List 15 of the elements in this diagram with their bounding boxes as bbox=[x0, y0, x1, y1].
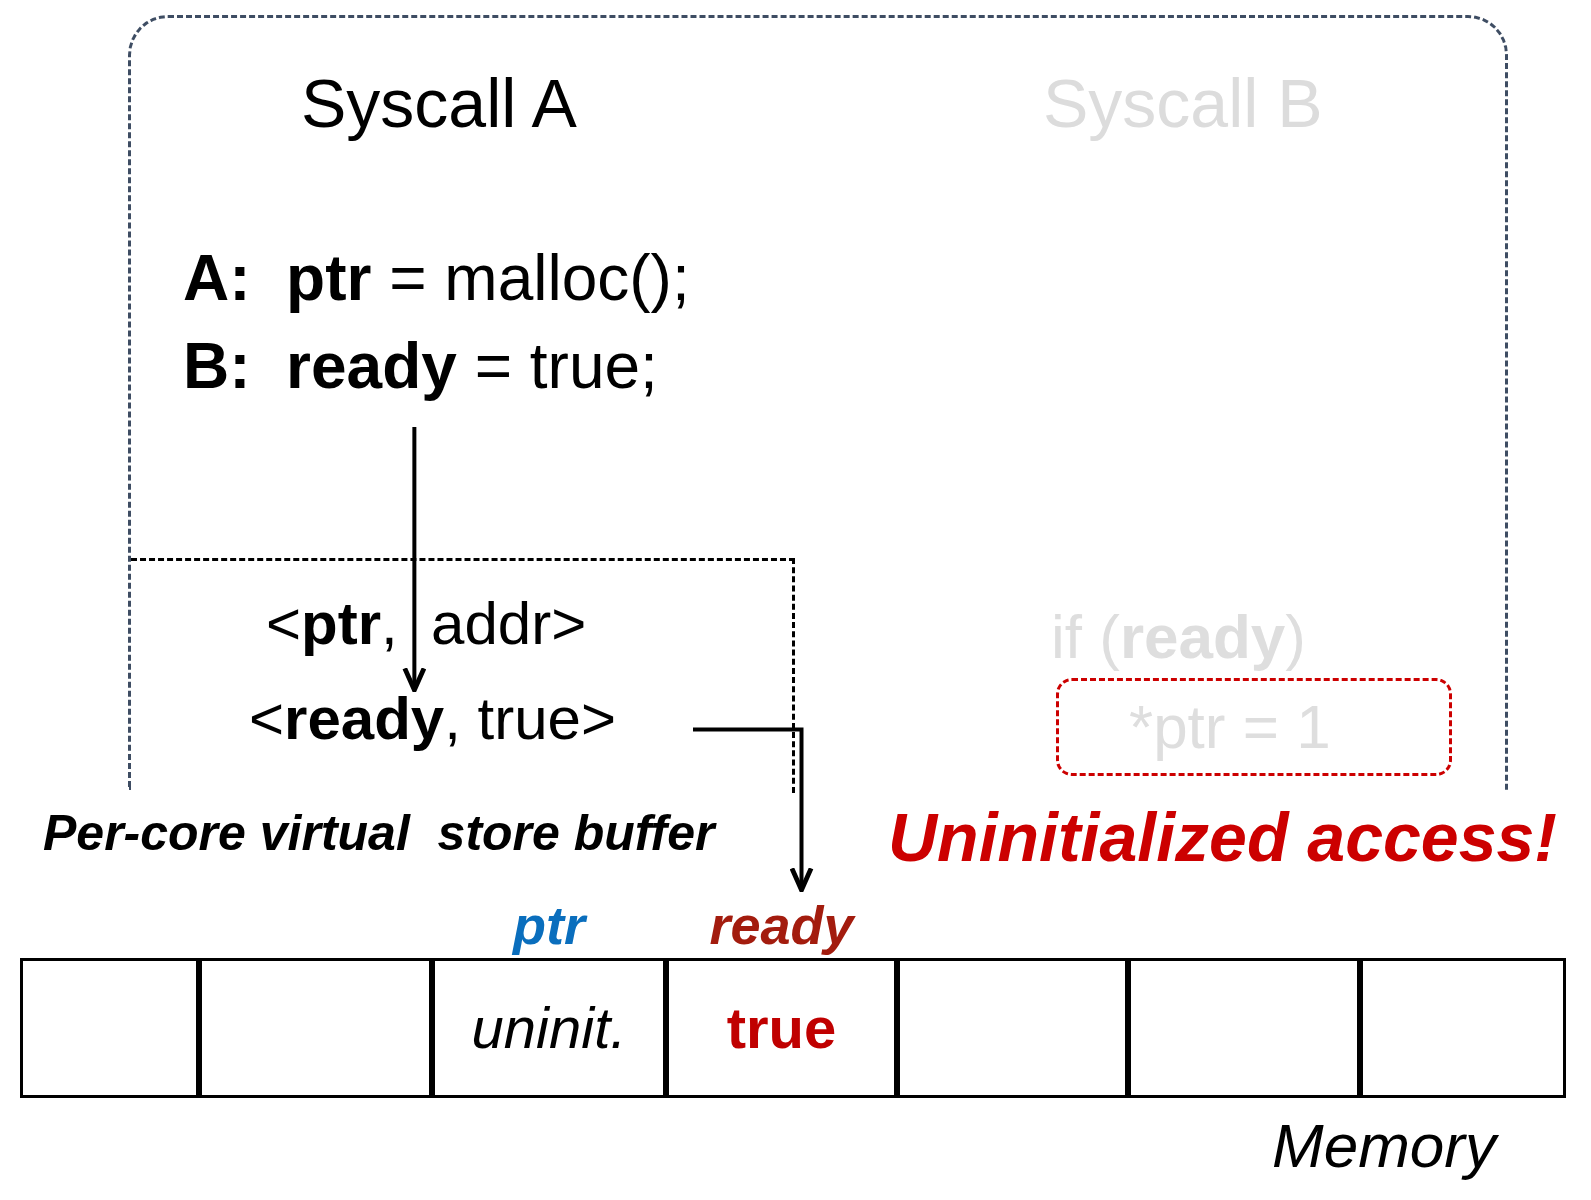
warning-text: Uninitialized access! bbox=[888, 800, 1557, 875]
code-line: A: ptr = malloc(); bbox=[183, 243, 690, 314]
memory-cell bbox=[1360, 958, 1566, 1098]
cell-value: uninit. bbox=[471, 996, 627, 1060]
arrow bbox=[402, 427, 427, 693]
cell-value: true bbox=[726, 996, 837, 1060]
memory-cell bbox=[20, 958, 199, 1098]
buffer-caption: Per-core virtual store buffer bbox=[43, 806, 715, 861]
buffer-entry-text: <ptr, addr> bbox=[266, 591, 587, 657]
memory-cell bbox=[199, 958, 432, 1098]
memory-cell bbox=[1128, 958, 1360, 1098]
memory-cell bbox=[897, 958, 1128, 1098]
column-heading: Syscall A bbox=[301, 66, 577, 141]
code-line: B: ready = true; bbox=[183, 331, 658, 402]
buffer-entry-text: <ready, true> bbox=[249, 686, 616, 752]
